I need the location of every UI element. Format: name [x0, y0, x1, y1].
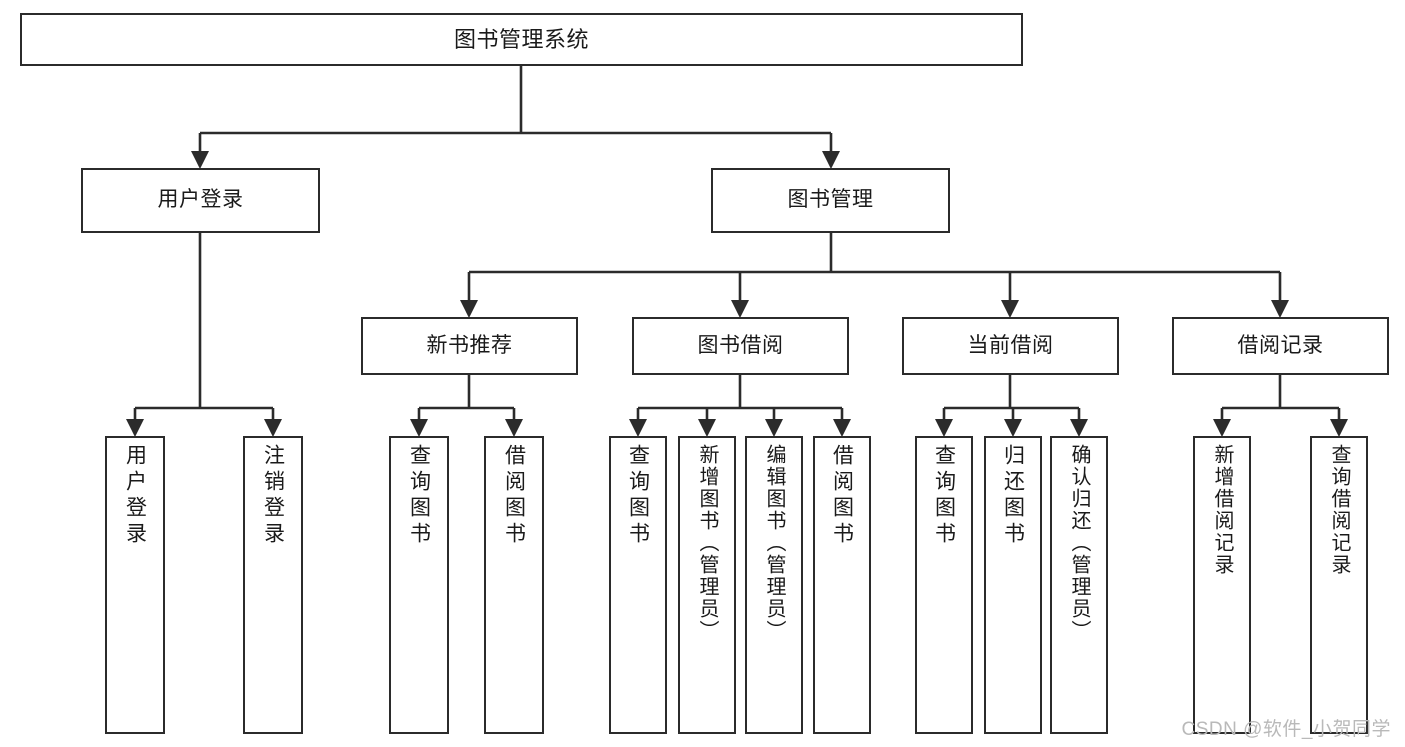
- node-leaf-query-book-1[interactable]: 查询图书: [389, 436, 449, 734]
- node-leaf-query-book-2[interactable]: 查询图书: [609, 436, 667, 734]
- node-leaf-confirm-return[interactable]: 确认归还（管理员）: [1050, 436, 1108, 734]
- node-leaf-return-book[interactable]: 归还图书: [984, 436, 1042, 734]
- node-current-borrow-label: 当前借阅: [967, 333, 1054, 357]
- node-book-borrow-label: 图书借阅: [697, 333, 784, 357]
- node-leaf-add-record[interactable]: 新增借阅记录: [1193, 436, 1251, 734]
- node-leaf-add-record-label: 新增借阅记录: [1211, 444, 1233, 576]
- node-leaf-return-book-label: 归还图书: [1001, 444, 1025, 548]
- node-leaf-user-login[interactable]: 用户登录: [105, 436, 165, 734]
- node-borrow-record-label: 借阅记录: [1237, 333, 1324, 357]
- node-leaf-add-book-label: 新增图书（管理员）: [696, 444, 718, 642]
- node-leaf-borrow-book-2[interactable]: 借阅图书: [813, 436, 871, 734]
- node-leaf-query-book-3[interactable]: 查询图书: [915, 436, 973, 734]
- node-user-login-label: 用户登录: [157, 188, 244, 212]
- node-new-book-recommend[interactable]: 新书推荐: [361, 317, 578, 375]
- node-leaf-borrow-book-2-label: 借阅图书: [830, 444, 854, 548]
- node-leaf-user-login-label: 用户登录: [123, 444, 147, 548]
- node-leaf-edit-book-label: 编辑图书（管理员）: [763, 444, 785, 642]
- node-leaf-query-record[interactable]: 查询借阅记录: [1310, 436, 1368, 734]
- node-current-borrow[interactable]: 当前借阅: [902, 317, 1119, 375]
- node-borrow-record[interactable]: 借阅记录: [1172, 317, 1389, 375]
- node-leaf-logout[interactable]: 注销登录: [243, 436, 303, 734]
- node-book-borrow[interactable]: 图书借阅: [632, 317, 849, 375]
- node-leaf-borrow-book-1[interactable]: 借阅图书: [484, 436, 544, 734]
- node-leaf-query-book-1-label: 查询图书: [407, 444, 431, 548]
- node-new-book-recommend-label: 新书推荐: [426, 333, 513, 357]
- node-root-label: 图书管理系统: [453, 26, 589, 52]
- node-user-login[interactable]: 用户登录: [81, 168, 320, 233]
- node-leaf-query-book-2-label: 查询图书: [626, 444, 650, 548]
- node-leaf-confirm-return-label: 确认归还（管理员）: [1068, 444, 1090, 642]
- node-leaf-add-book[interactable]: 新增图书（管理员）: [678, 436, 736, 734]
- node-leaf-borrow-book-1-label: 借阅图书: [502, 444, 526, 548]
- node-leaf-edit-book[interactable]: 编辑图书（管理员）: [745, 436, 803, 734]
- node-leaf-query-record-label: 查询借阅记录: [1328, 444, 1350, 576]
- node-book-management[interactable]: 图书管理: [711, 168, 950, 233]
- node-root[interactable]: 图书管理系统: [20, 13, 1023, 66]
- node-leaf-logout-label: 注销登录: [261, 444, 285, 548]
- watermark: CSDN @软件_小贺同学: [1181, 719, 1391, 740]
- node-book-management-label: 图书管理: [787, 188, 874, 212]
- node-leaf-query-book-3-label: 查询图书: [932, 444, 956, 548]
